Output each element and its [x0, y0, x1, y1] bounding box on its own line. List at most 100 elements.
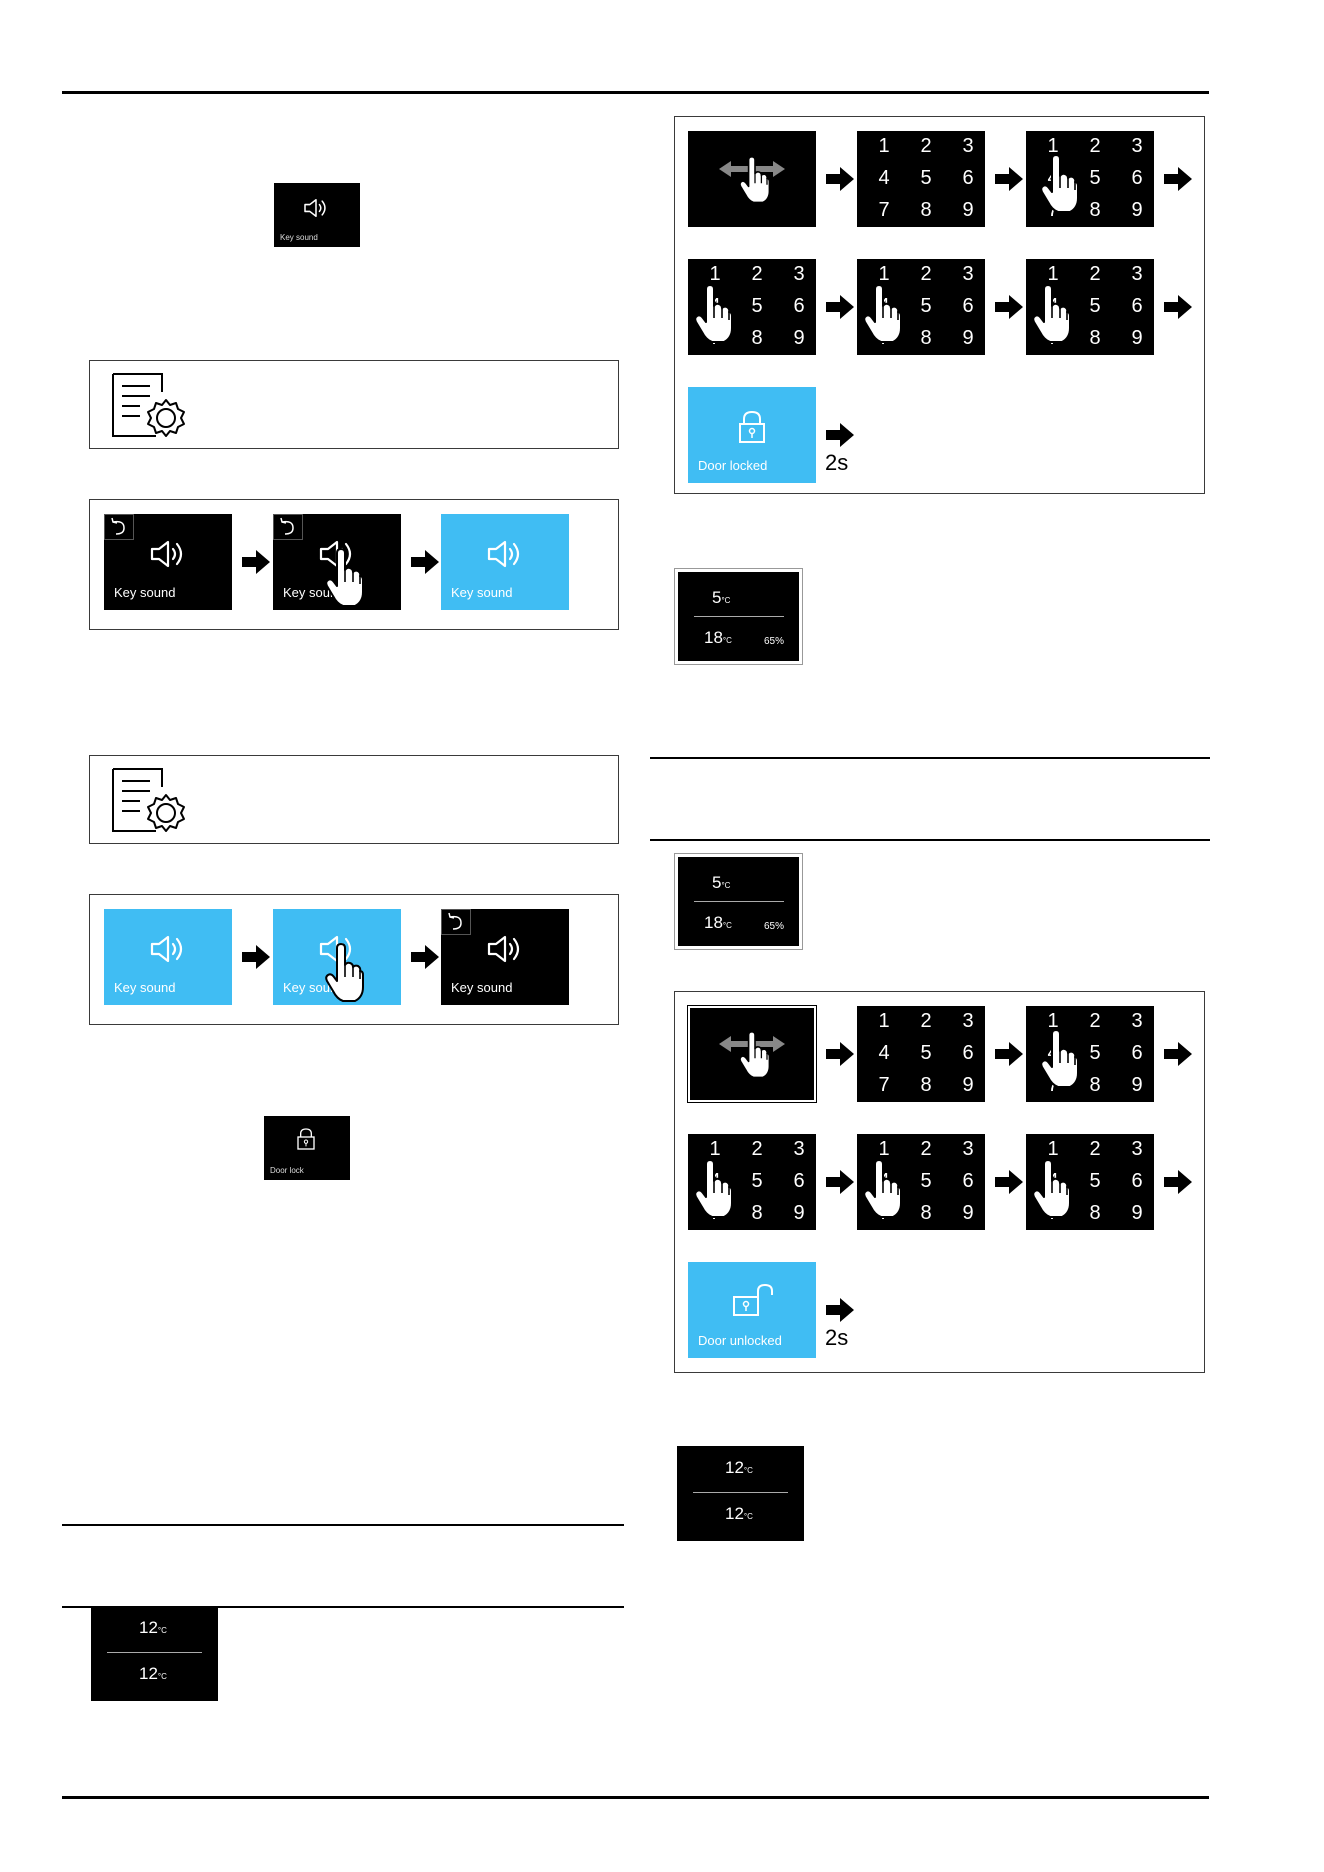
key-sound-on-sequence: Key sound Key sound Key sound	[89, 894, 619, 1025]
keypad-key-5[interactable]: 5	[1089, 295, 1101, 317]
keypad-key-9[interactable]: 9	[793, 1202, 805, 1224]
keypad-key-5[interactable]: 5	[1089, 1170, 1101, 1192]
keypad-key-8[interactable]: 8	[1089, 1202, 1101, 1224]
keypad-key-3[interactable]: 3	[1131, 1010, 1143, 1032]
keypad-key-6[interactable]: 6	[1131, 1042, 1143, 1064]
keypad-key-5[interactable]: 5	[920, 1042, 932, 1064]
keypad-key-6[interactable]: 6	[962, 295, 974, 317]
keypad-key-8[interactable]: 8	[1089, 199, 1101, 221]
keypad-key-1[interactable]: 1	[878, 1010, 890, 1032]
keypad-screen[interactable]: 1 2 3 4 5 6 7 8 9	[857, 1006, 985, 1102]
keypad-key-2[interactable]: 2	[920, 1138, 932, 1160]
humidity: 65%	[764, 636, 785, 647]
keypad-key-8[interactable]: 8	[920, 327, 932, 349]
keypad-key-3[interactable]: 3	[962, 1138, 974, 1160]
keypad-key-5[interactable]: 5	[1089, 167, 1101, 189]
keypad-key-5[interactable]: 5	[920, 167, 932, 189]
keypad-key-3[interactable]: 3	[1131, 263, 1143, 285]
key-sound-screen-touched[interactable]: Key sound	[273, 514, 401, 610]
keypad-key-3[interactable]: 3	[793, 263, 805, 285]
hold-duration: 2s	[825, 1325, 849, 1350]
keypad-key-9[interactable]: 9	[1131, 1074, 1143, 1096]
keypad-key-2[interactable]: 2	[751, 263, 763, 285]
temperature-display: 5°C 18°C 65%	[678, 857, 799, 946]
keypad-key-3[interactable]: 3	[793, 1138, 805, 1160]
keypad-key-3[interactable]: 3	[962, 135, 974, 157]
keypad-key-5[interactable]: 5	[751, 1170, 763, 1192]
upper-temperature: 12°C	[725, 1458, 753, 1477]
keypad-key-5[interactable]: 5	[920, 1170, 932, 1192]
keypad-key-5[interactable]: 5	[751, 295, 763, 317]
keypad-key-2[interactable]: 2	[1089, 1138, 1101, 1160]
keypad-key-1[interactable]: 1	[1047, 1138, 1059, 1160]
keypad-screen[interactable]: 1 2 3 4 5 6 7 8 9	[857, 131, 985, 227]
keypad-key-1[interactable]: 1	[709, 1138, 721, 1160]
keypad-key-2[interactable]: 2	[1089, 263, 1101, 285]
keypad-key-9[interactable]: 9	[962, 199, 974, 221]
keypad-key-9[interactable]: 9	[1131, 199, 1143, 221]
keypad-key-7[interactable]: 7	[878, 1074, 890, 1096]
keypad-key-3[interactable]: 3	[962, 263, 974, 285]
keypad-key-4[interactable]: 4	[878, 1042, 890, 1064]
keypad-key-8[interactable]: 8	[920, 1202, 932, 1224]
arrow-right-icon	[410, 549, 440, 575]
tile-label: Door lock	[270, 1166, 304, 1175]
keypad-key-6[interactable]: 6	[793, 1170, 805, 1192]
keypad-key-7[interactable]: 7	[878, 199, 890, 221]
keypad-key-9[interactable]: 9	[962, 1074, 974, 1096]
keypad-key-2[interactable]: 2	[920, 1010, 932, 1032]
keypad-key-1[interactable]: 1	[1047, 1010, 1059, 1032]
keypad-key-9[interactable]: 9	[962, 1202, 974, 1224]
back-icon	[441, 909, 471, 935]
keypad-key-6[interactable]: 6	[793, 295, 805, 317]
keypad-key-1[interactable]: 1	[1047, 135, 1059, 157]
keypad-key-1[interactable]: 1	[878, 135, 890, 157]
keypad-key-2[interactable]: 2	[751, 1138, 763, 1160]
keypad-key-3[interactable]: 3	[962, 1010, 974, 1032]
keypad-key-8[interactable]: 8	[751, 327, 763, 349]
keypad-key-2[interactable]: 2	[920, 263, 932, 285]
keypad-key-8[interactable]: 8	[1089, 327, 1101, 349]
keypad-key-6[interactable]: 6	[1131, 1170, 1143, 1192]
arrow-right-icon	[1163, 1041, 1193, 1067]
speaker-icon	[148, 933, 188, 965]
keypad-key-8[interactable]: 8	[920, 1074, 932, 1096]
keypad-key-6[interactable]: 6	[1131, 167, 1143, 189]
keypad-key-6[interactable]: 6	[962, 1170, 974, 1192]
lock-icon	[296, 1126, 316, 1152]
swipe-screen[interactable]	[687, 1005, 817, 1103]
keypad-key-9[interactable]: 9	[962, 327, 974, 349]
keypad-key-5[interactable]: 5	[920, 295, 932, 317]
keypad-key-9[interactable]: 9	[1131, 1202, 1143, 1224]
keypad-key-5[interactable]: 5	[1089, 1042, 1101, 1064]
key-sound-screen-touched[interactable]: Key sound	[273, 909, 401, 1005]
keypad-key-8[interactable]: 8	[1089, 1074, 1101, 1096]
keypad-key-6[interactable]: 6	[962, 1042, 974, 1064]
keypad-key-1[interactable]: 1	[1047, 263, 1059, 285]
keypad-key-1[interactable]: 1	[709, 263, 721, 285]
keypad-key-2[interactable]: 2	[1089, 1010, 1101, 1032]
keypad-key-8[interactable]: 8	[920, 199, 932, 221]
keypad-key-2[interactable]: 2	[1089, 135, 1101, 157]
keypad-key-6[interactable]: 6	[962, 167, 974, 189]
swipe-screen[interactable]	[688, 131, 816, 227]
keypad-key-1[interactable]: 1	[878, 1138, 890, 1160]
keypad-key-9[interactable]: 9	[1131, 327, 1143, 349]
keypad-key-3[interactable]: 3	[1131, 135, 1143, 157]
keypad-key-4[interactable]: 4	[878, 167, 890, 189]
keypad-key-3[interactable]: 3	[1131, 1138, 1143, 1160]
keypad-key-1[interactable]: 1	[878, 263, 890, 285]
keypad-key-8[interactable]: 8	[751, 1202, 763, 1224]
keypad-key-9[interactable]: 9	[793, 327, 805, 349]
keypad-key-2[interactable]: 2	[920, 135, 932, 157]
settings-list-icon	[110, 766, 190, 834]
keypad-key-6[interactable]: 6	[1131, 295, 1143, 317]
